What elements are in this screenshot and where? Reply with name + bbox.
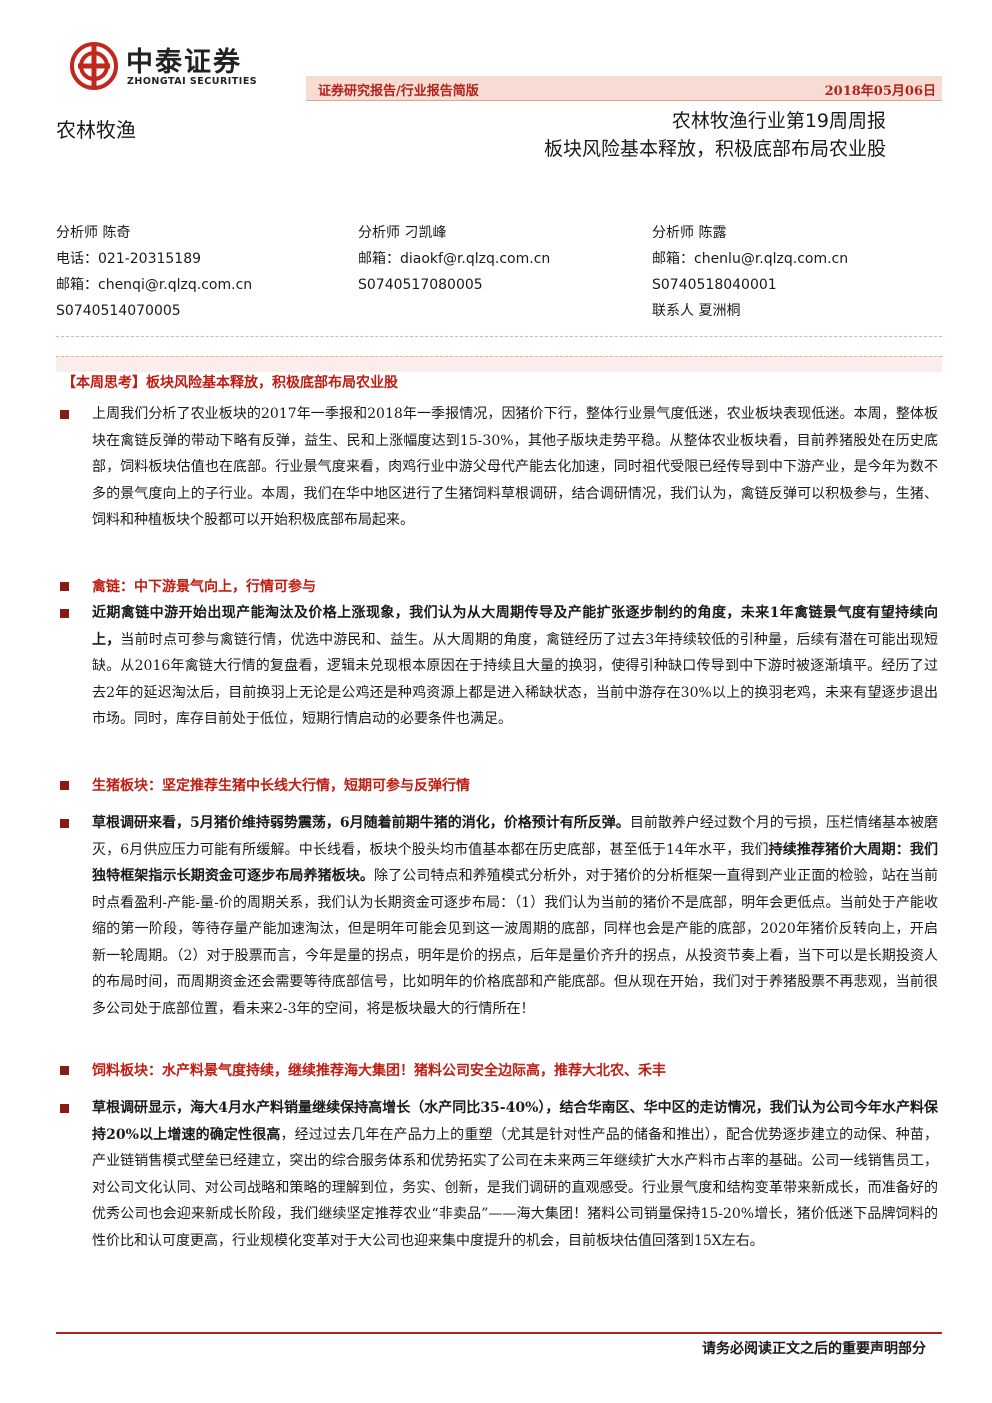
bullet-icon — [60, 1104, 69, 1113]
bullet-icon — [60, 582, 69, 591]
report-subtitle: 板块风险基本释放，积极底部布局农业股 — [543, 138, 886, 160]
footer-disclaimer: 请务必阅读正文之后的重要声明部分 — [702, 1341, 926, 1357]
report-type: 证券研究报告/行业报告简版 — [318, 84, 479, 99]
bullet-icon — [60, 609, 69, 618]
paragraph-poultry: 近期禽链中游开始出现产能淘汰及价格上涨现象，我们认为从大周期传导及产能扩张逐步制… — [92, 600, 938, 733]
divider — [56, 336, 942, 337]
bullet-icon — [60, 819, 69, 828]
sector-label: 农林牧渔 — [56, 118, 136, 142]
footer-rule — [56, 1332, 942, 1334]
analyst-email: 邮箱：chenqi@r.qlzq.com.cn — [56, 277, 253, 293]
analyst-phone: 电话：021-20315189 — [56, 251, 202, 267]
brand-logo-icon — [70, 42, 118, 90]
analyst-block-1: 分析师 陈奇 电话：021-20315189 邮箱：chenqi@r.qlzq.… — [56, 220, 252, 324]
analyst-name: 分析师 陈奇 — [56, 225, 131, 241]
section-title-hog: 生猪板块：坚定推荐生猪中长线大行情，短期可参与反弹行情 — [92, 778, 470, 794]
feed-body: ，经过过去几年在产品力上的重塑（尤其是针对性产品的储备和推出），配合优势逐步建立… — [92, 1126, 938, 1249]
bullet-icon — [60, 1066, 69, 1075]
section-title-poultry: 禽链：中下游景气向上，行情可参与 — [92, 579, 316, 595]
section-title-feed: 饲料板块：水产料景气度持续，继续推荐海大集团！猪料公司安全边际高，推荐大北农、禾… — [92, 1063, 666, 1079]
poultry-highlight: 近期禽链中游开始出现产能淘汰及价格上涨现象，我们认为从大周期传导及产能扩张逐步制… — [92, 605, 938, 648]
hog-body-2: 除了公司特点和养殖模式分析外，对于猪价的分析框架一直得到产业正面的检验，站在当前… — [92, 868, 939, 1017]
analyst-email: 邮箱：chenlu@r.qlzq.com.cn — [652, 251, 849, 267]
brand-name-en: ZHONGTAI SECURITIES — [127, 76, 258, 87]
feed-highlight: 草根调研显示，海大4月水产料销量继续保持高增长（水产同比35-40%），结合华南… — [92, 1100, 938, 1143]
paragraph-feed: 草根调研显示，海大4月水产料销量继续保持高增长（水产同比35-40%），结合华南… — [92, 1095, 938, 1254]
bullet-icon — [60, 781, 69, 790]
analyst-cert: S0740514070005 — [56, 303, 181, 319]
bullet-icon — [60, 410, 69, 419]
analyst-block-2: 分析师 刁凯峰 邮箱：diaokf@r.qlzq.com.cn S0740517… — [358, 220, 550, 298]
report-date: 2018年05月06日 — [824, 84, 936, 99]
hog-highlight-2: 持续推荐猪价大周期：我们独特框架指示长期资金可逐步布局养猪板块。 — [92, 841, 938, 885]
hog-body-1: 目前散养户经过数个月的亏损，压栏情绪基本被磨灭，6月供应压力可能有所缓解。中长线… — [92, 815, 939, 858]
paragraph-weekly: 上周我们分析了农业板块的2017年一季报和2018年一季报情况，因猪价下行，整体… — [92, 406, 938, 528]
contact-person: 联系人 夏洲桐 — [652, 303, 741, 319]
section-title-weekly: 【本周思考】板块风险基本释放，积极底部布局农业股 — [62, 375, 398, 391]
analyst-block-3: 分析师 陈露 邮箱：chenlu@r.qlzq.com.cn S07405180… — [652, 220, 848, 324]
brand-name: 中泰证券 — [126, 47, 242, 78]
divider — [56, 356, 942, 357]
header-bar — [306, 76, 942, 101]
poultry-body: 当前时点可参与禽链行情，优选中游民和、益生。从大周期的角度，禽链经历了过去3年持… — [92, 631, 939, 728]
report-title: 农林牧渔行业第19周周报 — [671, 110, 886, 132]
analyst-name: 分析师 陈露 — [652, 225, 727, 241]
paragraph-hog: 草根调研来看，5月猪价维持弱势震荡，6月随着前期牛猪的消化，价格预计有所反弹。目… — [92, 810, 938, 1022]
analyst-email: 邮箱：diaokf@r.qlzq.com.cn — [358, 251, 551, 267]
hog-highlight-1: 草根调研来看，5月猪价维持弱势震荡，6月随着前期牛猪的消化，价格预计有所反弹。 — [92, 815, 630, 831]
analyst-name: 分析师 刁凯峰 — [358, 225, 447, 241]
analyst-cert: S0740517080005 — [358, 277, 483, 293]
analyst-cert: S0740518040001 — [652, 277, 777, 293]
section-band — [56, 356, 942, 372]
